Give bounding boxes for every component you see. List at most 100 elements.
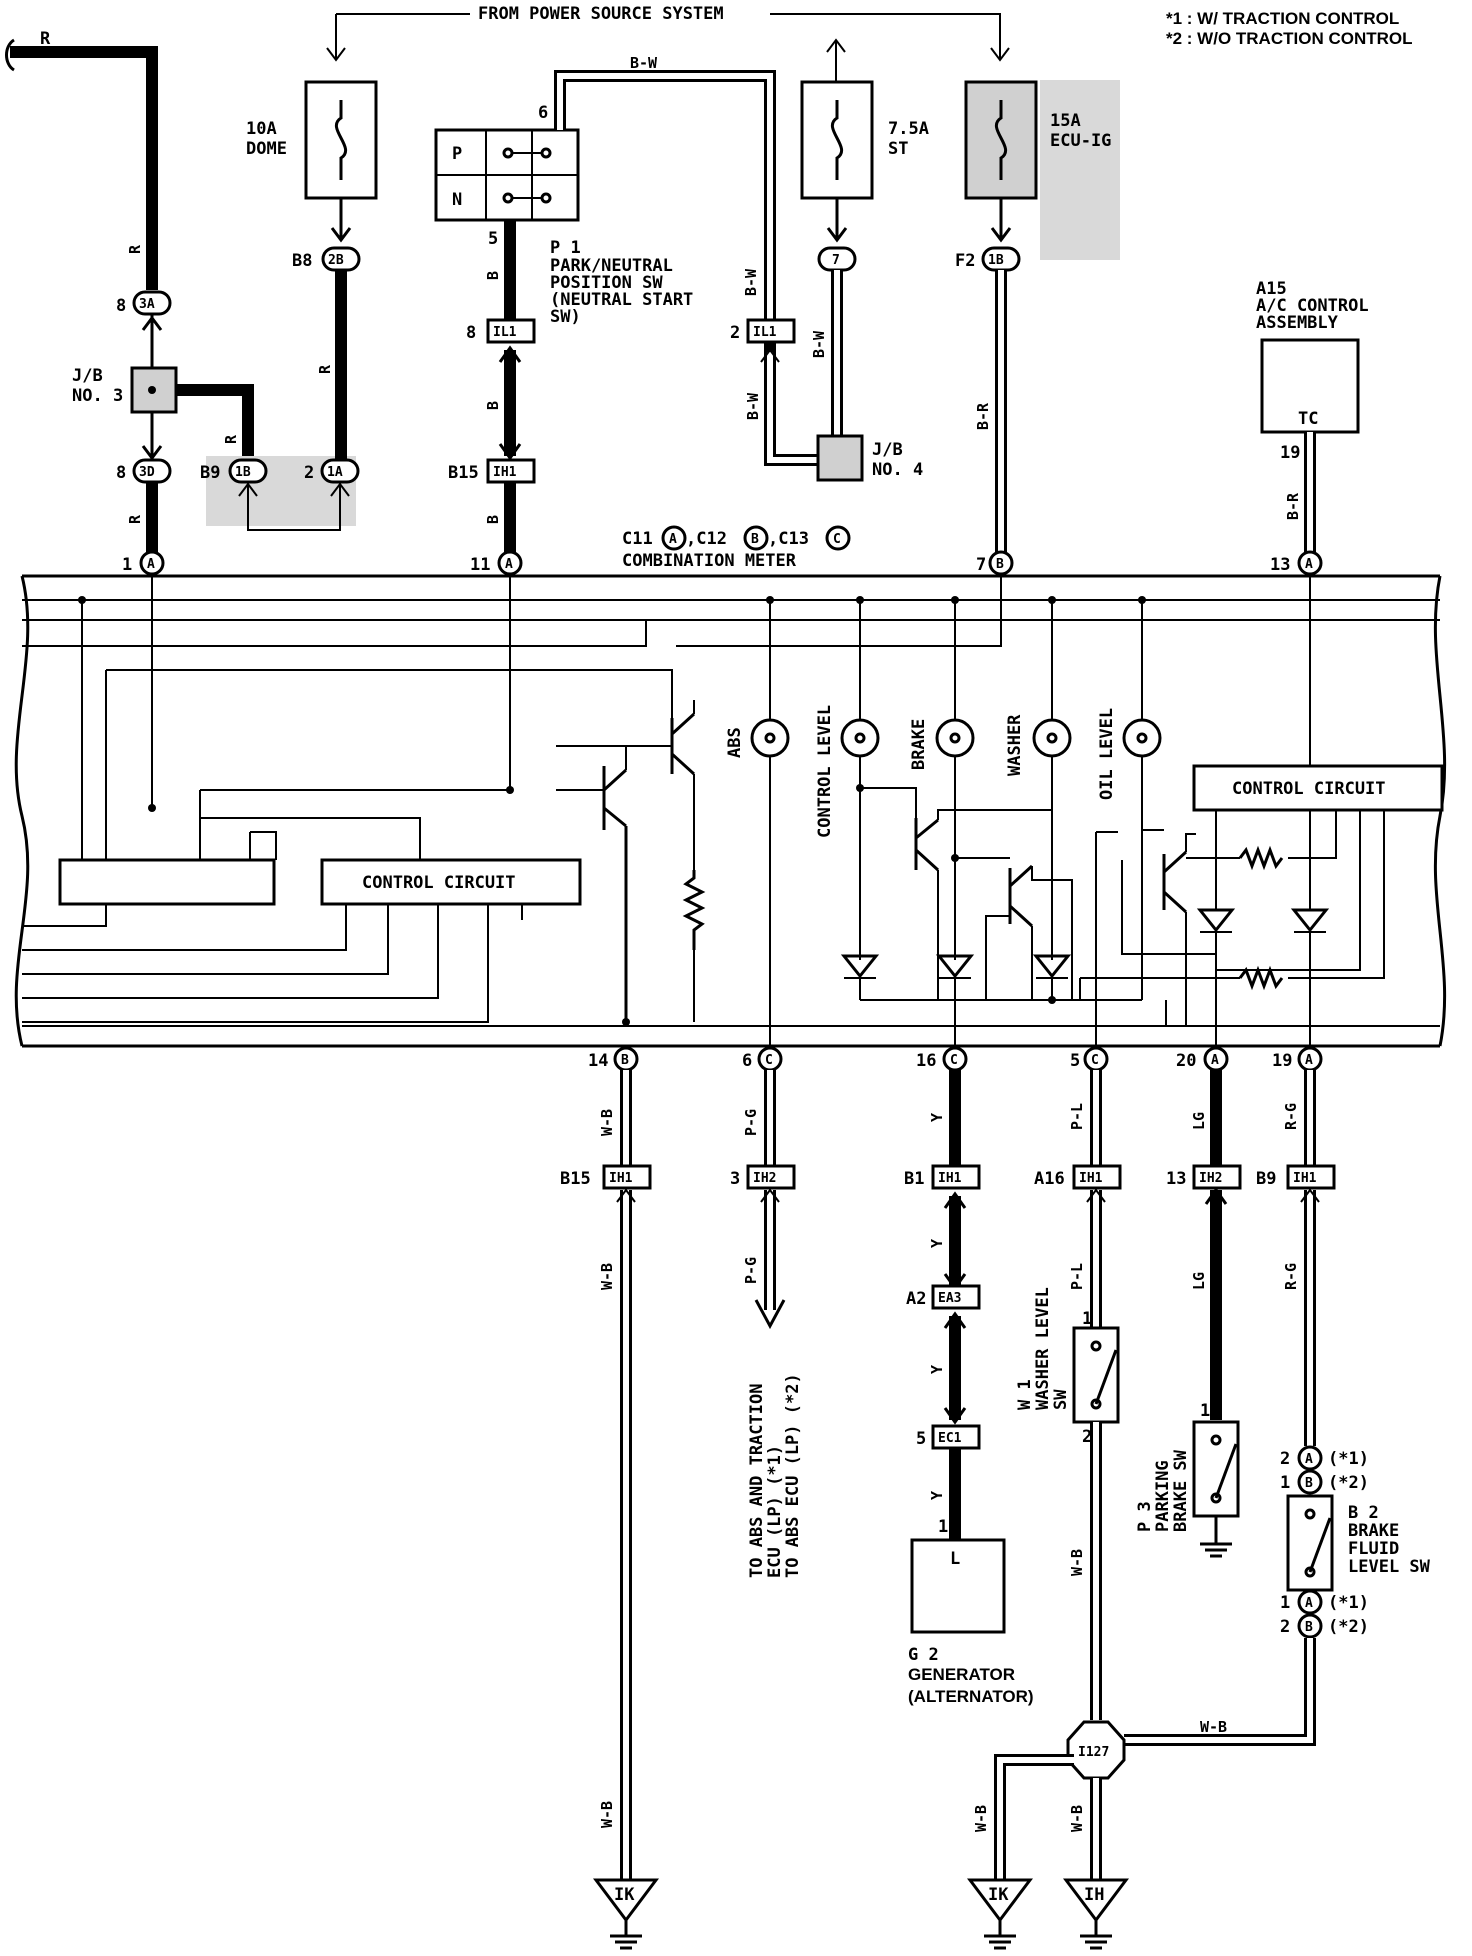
pn-switch-id: P 1	[550, 238, 581, 258]
lamp-brake: BRAKE	[909, 596, 975, 1046]
pin-3-ih2: 3	[730, 1169, 740, 1189]
pin-b9: B9	[200, 463, 220, 483]
meter-c11-a: A	[669, 532, 677, 547]
parking-sw-name-1: PARKING	[1153, 1460, 1173, 1532]
ac-name-1: A/C CONTROL	[1256, 296, 1369, 316]
fuse-dome-rating: 10A	[246, 119, 277, 139]
conn-ih1-a16: IH1	[1079, 1171, 1103, 1186]
pin-b8: B8	[292, 251, 312, 271]
wire-dome-out: 2B B8 R	[292, 198, 361, 460]
wire-y-label-4: Y	[928, 1491, 946, 1500]
wire-rg-label-1: R-G	[1282, 1103, 1300, 1130]
pin-14-meter: 14	[588, 1051, 608, 1071]
wire-wb-label-1: W-B	[598, 1109, 616, 1136]
washer-sw-name-1: WASHER LEVEL	[1033, 1287, 1053, 1410]
lamp-brake-label: BRAKE	[909, 719, 929, 770]
control-circuit-right: CONTROL CIRCUIT	[1232, 779, 1386, 799]
pin-8-3d: 8	[116, 463, 126, 483]
conn-ih1-b1: IH1	[938, 1171, 962, 1186]
pn-switch-p: P	[452, 144, 462, 164]
wire-r-label-2: R	[126, 514, 144, 524]
pin-2-1a: 2	[304, 463, 314, 483]
pin-2-il1: 2	[730, 323, 740, 343]
ground-ih: IH	[1084, 1885, 1104, 1905]
brake-fluid-name-2: FLUID	[1348, 1539, 1399, 1559]
pin-11-meter: 11	[470, 555, 490, 575]
conn-2b: 2B	[328, 253, 344, 268]
power-source-feed: FROM POWER SOURCE SYSTEM	[326, 4, 1010, 62]
pn-switch-name-4: SW)	[550, 307, 581, 327]
fuse-dome-name: DOME	[246, 139, 287, 159]
fuse-st-name: ST	[888, 139, 908, 159]
pin-5-c-circle: C	[1091, 1053, 1099, 1068]
generator-terminal: L	[950, 1549, 960, 1569]
fuse-ecu-ig-name: ECU-IG	[1050, 131, 1111, 151]
pin-16-meter: 16	[916, 1051, 936, 1071]
washer-sw-name-2: SW	[1051, 1389, 1071, 1410]
wire-bw: B-W B-W IL1 2 B-W	[554, 54, 824, 466]
wire-bw-label-4: B-W	[810, 330, 828, 358]
wire-r-label-3: R	[222, 434, 240, 444]
conn-ih1-b9: IH1	[1293, 1171, 1317, 1186]
meter-c12: ,C12	[686, 529, 727, 549]
pin-1-meter: 1	[122, 555, 132, 575]
abs-note-3: TO ABS ECU (LP) (*2)	[783, 1373, 803, 1578]
fuse-ecu-ig: 15A ECU-IG	[964, 80, 1120, 260]
generator-name-2: (ALTERNATOR)	[908, 1687, 1034, 1706]
b2-conn-b2: B	[1305, 1620, 1313, 1635]
wire-b-label-3: B	[484, 515, 502, 524]
ground-ik-1: IK	[614, 1885, 635, 1905]
pin-14-b-circle: B	[621, 1053, 629, 1068]
wire-y-label-1: Y	[928, 1113, 946, 1122]
fuse-st: 7.5A ST	[800, 38, 929, 200]
pin-5-ec1: 5	[916, 1429, 926, 1449]
control-circuit-left: CONTROL CIRCUIT	[362, 873, 516, 893]
wire-pl-label-1: P-L	[1068, 1103, 1086, 1130]
lamp-control-level-label: CONTROL LEVEL	[815, 705, 835, 838]
pin-1-w1: 1	[1082, 1309, 1092, 1329]
pin-5-meter: 5	[1070, 1051, 1080, 1071]
lamp-oil-level-label: OIL LEVEL	[1097, 708, 1117, 800]
pn-switch-name-1: PARK/NEUTRAL	[550, 256, 673, 276]
pin-1-gen: 1	[938, 1517, 948, 1537]
wire-pg-label-1: P-G	[742, 1109, 760, 1136]
pin-6-meter: 6	[742, 1051, 752, 1071]
wire-bw-label-2: B-W	[742, 268, 760, 296]
washer-sw-id: W 1	[1015, 1379, 1035, 1410]
wire-lg-label-2: LG	[1190, 1272, 1208, 1290]
wire-y-generator: Y IH1 B1 Y EA3 A2 Y EC1 5 Y 1 L G 2 GENE…	[904, 1070, 1034, 1706]
note-no-traction: *2 : W/O TRACTION CONTROL	[1166, 29, 1412, 48]
meter-c13-c: C	[833, 532, 841, 547]
pin-1-a-circle: A	[147, 557, 155, 572]
meter-c13: ,C13	[768, 529, 809, 549]
fuse-ecu-ig-rating: 15A	[1050, 111, 1081, 131]
wire-st-out: 7 B-W J/B NO. 4	[810, 198, 923, 482]
wire-wb-label-5: W-B	[1200, 1718, 1227, 1736]
wire-wb-label-7: W-B	[1068, 1805, 1086, 1832]
wire-b-label-1: B	[484, 271, 502, 280]
pin-11-a-circle: A	[505, 557, 513, 572]
pin-5-pn: 5	[488, 229, 498, 249]
pin-16-c-circle: C	[950, 1053, 958, 1068]
brake-fluid-name-3: LEVEL SW	[1348, 1557, 1431, 1577]
conn-1b-f2: 1B	[988, 253, 1004, 268]
pin-a16: A16	[1034, 1169, 1065, 1189]
wire-pg-label-2: P-G	[742, 1257, 760, 1284]
b2-conn-a2: A	[1305, 1596, 1313, 1611]
b2-conn-a1: A	[1305, 1452, 1313, 1467]
pin-19-a-circle: A	[1305, 1053, 1313, 1068]
conn-3a: 3A	[139, 297, 155, 312]
lamp-abs: ABS	[725, 596, 790, 1046]
wire-lg-label-1: LG	[1190, 1112, 1208, 1130]
pin-b15b: B15	[560, 1169, 591, 1189]
pin-f2: F2	[955, 251, 975, 271]
generator-name-1: GENERATOR	[908, 1665, 1015, 1684]
wire-br-ecu: 1B F2 B-R	[955, 198, 1021, 552]
ac-name-2: ASSEMBLY	[1256, 313, 1339, 333]
wire-r-label-top: R	[40, 29, 51, 49]
wire-b-pn: B IL1 8 B IH1 B15 B	[448, 220, 536, 552]
pin-8-3a: 8	[116, 296, 126, 316]
conn-1b-b9: 1B	[235, 465, 251, 480]
b2-note-2: (*2)	[1328, 1473, 1369, 1493]
